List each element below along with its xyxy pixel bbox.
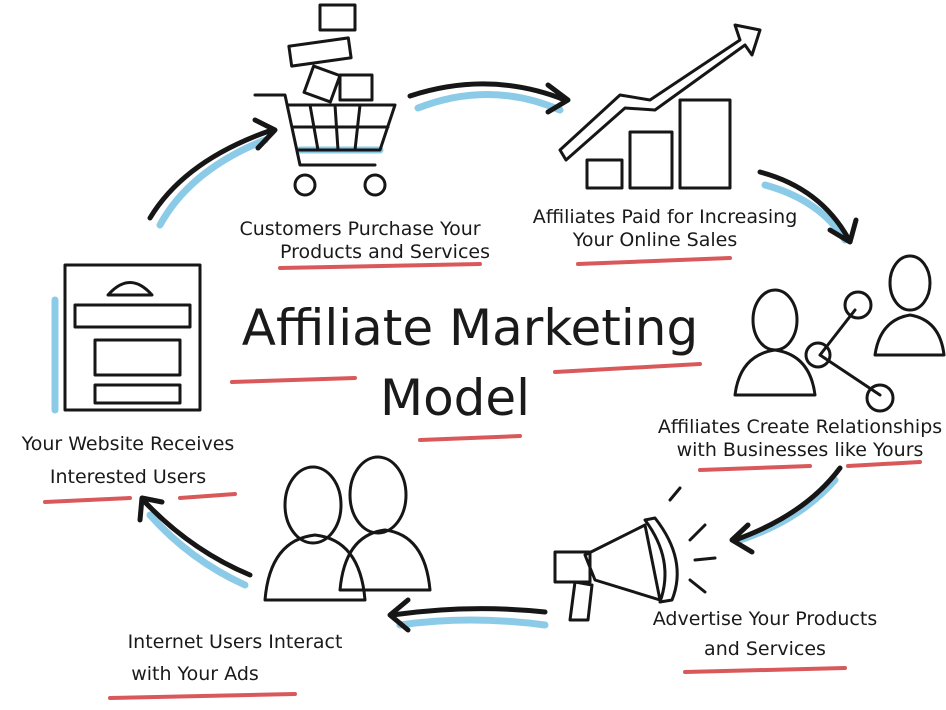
arrow-icon [407, 81, 568, 103]
step-text: Interested Users [50, 466, 206, 488]
title-line-2: Model [380, 369, 530, 427]
step-affiliates-paid: Affiliates Paid for Increasing Your Onli… [533, 206, 798, 266]
step-text: Your Online Sales [572, 229, 738, 251]
shopping-cart-icon [253, 3, 397, 197]
arrow-icon [147, 127, 275, 221]
cycle-arrows [137, 81, 859, 633]
users-icon [263, 455, 432, 602]
megaphone-icon [553, 486, 717, 622]
step-text: Advertise Your Products [653, 608, 877, 630]
step-text: Your Website Receives [21, 433, 235, 455]
step-text: with Businesses like Yours [677, 439, 924, 461]
svg-text:and Services: and Services [704, 638, 826, 660]
svg-text:Internet Users Interact: Internet Users Interact [128, 631, 343, 653]
step-text: Internet Users Interact [128, 631, 343, 653]
arrow-icon [389, 606, 548, 618]
svg-text:Products and Services: Products and Services [280, 241, 490, 263]
website-icon [51, 263, 202, 414]
step-text: Customers Purchase Your [239, 218, 480, 240]
step-users-interact: Internet Users Interact with Your Ads [108, 631, 343, 700]
diagram-title: Affiliate Marketing Model [230, 299, 702, 442]
step-affiliates-relationships: Affiliates Create Relationships with Bus… [658, 416, 942, 472]
svg-text:with Your Ads: with Your Ads [131, 663, 259, 685]
step-text: Affiliates Create Relationships [658, 416, 942, 438]
step-text: Products and Services [280, 241, 490, 263]
step-text: Affiliates Paid for Increasing [533, 206, 798, 228]
svg-text:Affiliates Create Relationship: Affiliates Create Relationships [658, 416, 942, 438]
step-website-receives: Your Website Receives Interested Users [21, 433, 237, 504]
arrow-icon [732, 465, 843, 543]
arrow-icon [757, 169, 851, 241]
step-text: and Services [704, 638, 826, 660]
network-people-icon [733, 254, 946, 413]
svg-text:Your Online Sales: Your Online Sales [572, 229, 738, 251]
step-text: with Your Ads [131, 663, 259, 685]
title-line-1: Affiliate Marketing [242, 299, 698, 357]
svg-text:Advertise Your Products: Advertise Your Products [653, 608, 877, 630]
svg-text:with Businesses like Yours: with Businesses like Yours [677, 439, 924, 461]
svg-text:Affiliates Paid for Increasing: Affiliates Paid for Increasing [533, 206, 798, 228]
arrow-icon [140, 497, 253, 578]
growth-chart-icon [558, 23, 762, 190]
svg-text:Your Website Receives: Your Website Receives [21, 433, 235, 455]
svg-text:Interested Users: Interested Users [50, 466, 206, 488]
step-customers-purchase: Customers Purchase Your Products and Ser… [239, 218, 490, 270]
svg-text:Customers Purchase Your: Customers Purchase Your [239, 218, 480, 240]
step-advertise: Advertise Your Products and Services [653, 608, 877, 674]
